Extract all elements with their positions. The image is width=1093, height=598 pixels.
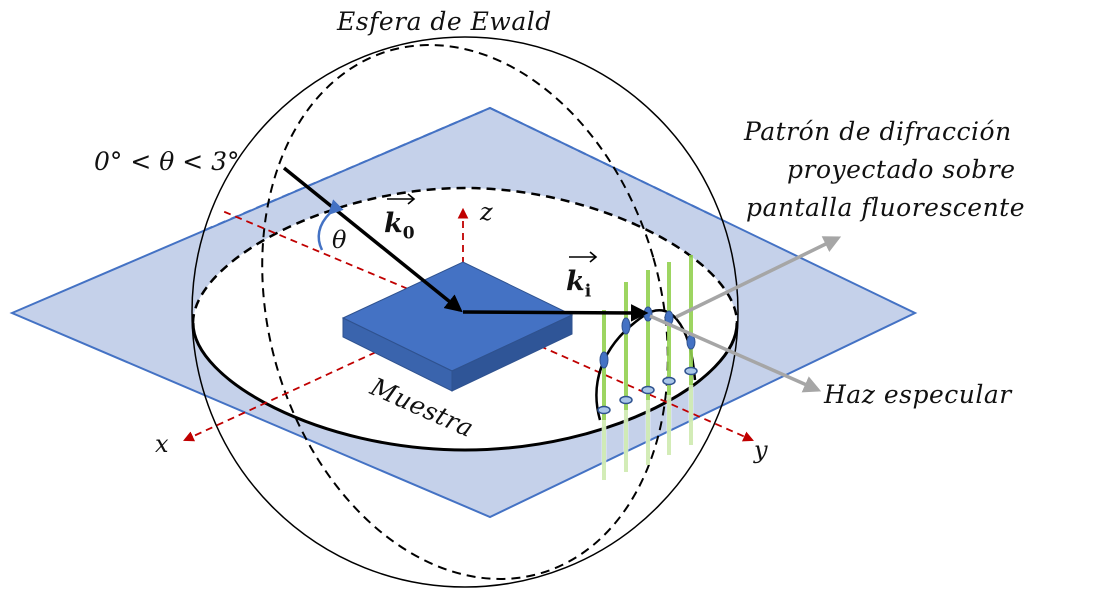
rods-faded [601,385,694,480]
scattered-vector-label: ki [566,251,598,302]
vector-arrow-icon [569,251,598,263]
specular-beam-arrow [649,314,822,393]
axis-z-label: z [480,198,493,226]
incident-vector-name: k [384,208,403,239]
incident-vector-subscript: 0 [402,223,415,244]
scattered-vector-subscript: i [584,281,592,302]
axis-x-label: x [155,430,169,458]
pattern-label-line1: Patrón de difracción [744,117,1012,146]
incident-vector-arrow [282,166,463,313]
meridian-dashed [261,44,669,580]
equator-back [191,186,739,324]
sample-side-right [451,314,573,392]
scattered-vector-name: k [566,266,585,297]
plane-back-edge-right [489,107,719,219]
angle-range-label: 0° < θ < 3° [94,147,240,176]
vector-arrow-icon [387,193,416,205]
plane-back-edge-left [204,107,491,231]
equator-front [191,322,739,452]
specular-label: Haz especular [824,380,1012,409]
pattern-label-line3: pantalla fluorescente [746,193,1026,222]
pattern-label-line2: proyectado sobre [787,155,1016,184]
incident-vector-label: k0 [384,193,416,244]
diagram-title: Esfera de Ewald [337,7,552,36]
axis-y-label: y [754,436,768,464]
diffraction-spots [599,306,696,369]
theta-arc [317,199,344,251]
pattern-pointer-arrow [675,236,842,319]
diffraction-rings [597,366,698,415]
ewald-sphere [191,36,739,588]
scattered-vector-arrow [462,304,649,322]
axis-incident-extension [219,209,464,313]
theta-label: θ [332,226,347,254]
